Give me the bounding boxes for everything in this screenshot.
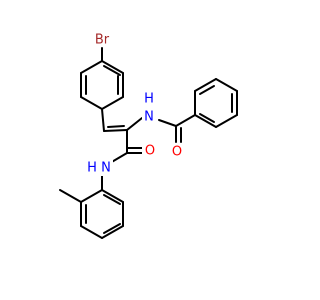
bond — [126, 117, 143, 131]
bond — [103, 223, 121, 234]
bond — [80, 225, 103, 239]
atom-label-hydrogen: H — [144, 92, 154, 107]
bond-skeleton — [59, 47, 238, 239]
atom-label-hydrogen: H — [87, 161, 97, 176]
atom-label-nitrogen: N — [101, 161, 111, 176]
bond — [103, 194, 121, 205]
bond — [107, 125, 125, 128]
bond — [101, 225, 124, 239]
bond — [101, 108, 105, 132]
bond — [158, 119, 177, 127]
bond — [215, 78, 238, 92]
bond — [199, 85, 215, 95]
atom-label-oxygen: O — [145, 144, 155, 159]
bond — [194, 114, 217, 128]
atom-label-bromine: Br — [95, 33, 110, 48]
bond — [103, 65, 121, 76]
bond — [101, 189, 124, 203]
atom-labels: Br H N O O H N — [85, 31, 186, 176]
bond — [80, 96, 103, 110]
bond — [80, 189, 103, 203]
structure-diagram: Br H N O O H N — [59, 31, 238, 239]
atom-label-nitrogen: N — [144, 110, 154, 125]
bond — [103, 129, 128, 132]
bond — [101, 96, 124, 110]
atom-label-oxygen: O — [172, 145, 182, 160]
bond — [101, 60, 124, 74]
bond — [215, 114, 238, 128]
bond — [175, 114, 196, 127]
bond — [199, 113, 215, 123]
bond — [59, 189, 82, 203]
bond — [194, 78, 217, 92]
bond — [80, 60, 103, 74]
